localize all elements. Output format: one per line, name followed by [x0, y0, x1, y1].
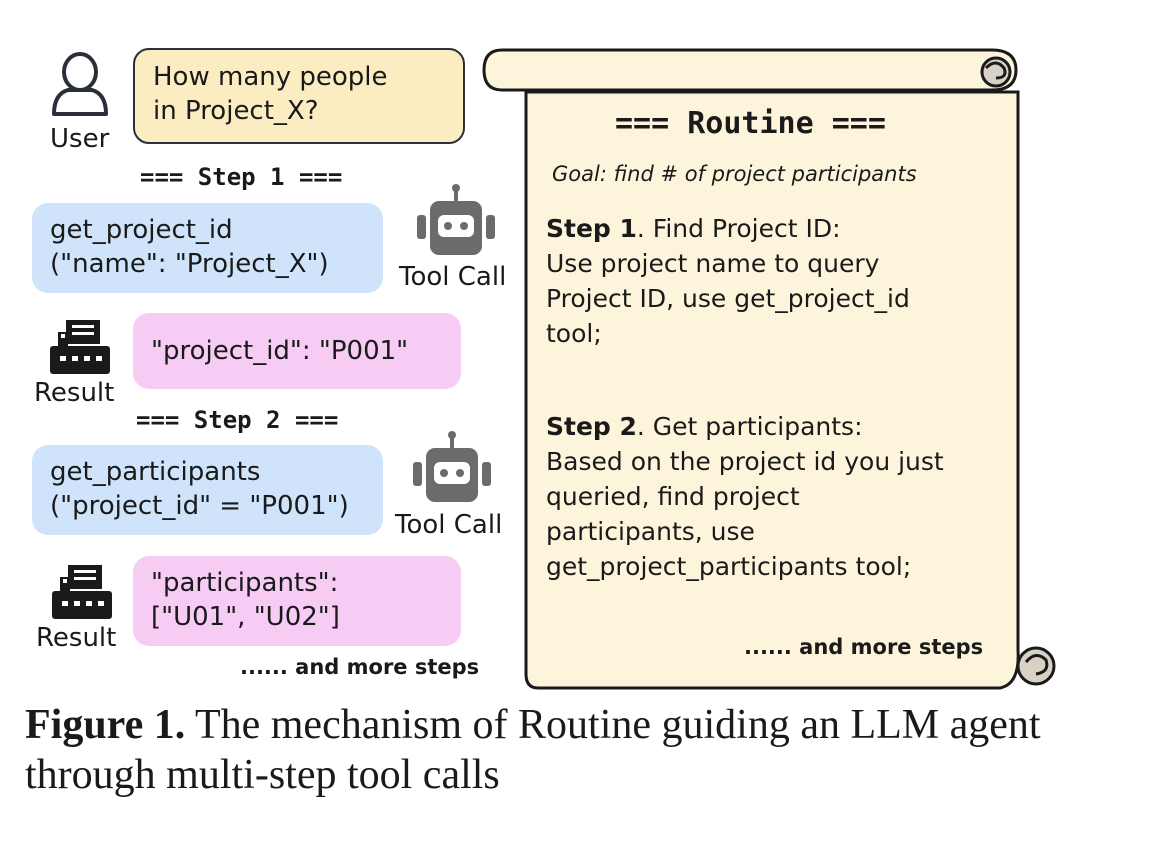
tool-call-bubble: get_project_id ("name": "Project_X")	[32, 203, 383, 293]
routine-title: === Routine ===	[615, 106, 886, 141]
routine-step-line: queried, find project	[546, 482, 800, 511]
result-line: ["U01", "U02"]	[151, 602, 340, 632]
scroll-icon	[482, 48, 1056, 690]
result-icon	[50, 320, 110, 374]
robot-icon	[413, 431, 491, 502]
routine-step-title: . Get participants:	[636, 412, 863, 441]
routine-step-line: Based on the project id you just	[546, 447, 944, 476]
result-icon	[52, 565, 112, 619]
left-more-steps: ...... and more steps	[240, 655, 480, 679]
routine-goal: Goal: find # of project participants	[552, 162, 917, 186]
routine-step-line: participants, use	[546, 517, 755, 546]
routine-step-line: Project ID, use get_project_id	[546, 284, 910, 313]
user-message-line: in Project_X?	[153, 96, 319, 126]
result-label: Result	[34, 378, 115, 408]
routine-step-title: . Find Project ID:	[636, 214, 841, 243]
routine-step-line: get_project_participants tool;	[546, 552, 912, 581]
routine-step-label: Step 1	[546, 214, 637, 243]
figure-caption: Figure 1. The mechanism of Routine guidi…	[25, 700, 1145, 800]
tool-call-line: get_project_id	[50, 215, 233, 245]
routine-step-1-heading: Step 1. Find Project ID:	[546, 211, 910, 246]
routine-step-1: Step 1. Find Project ID: Use project nam…	[546, 211, 910, 351]
tool-call-label: Tool Call	[395, 510, 503, 540]
result-label: Result	[36, 623, 117, 653]
result-line: "participants":	[151, 568, 339, 598]
step-2-heading: === Step 2 ===	[136, 406, 339, 434]
step-1-heading: === Step 1 ===	[140, 163, 343, 191]
result-bubble: "project_id": "P001"	[133, 313, 461, 389]
routine-step-2: Step 2. Get participants: Based on the p…	[546, 409, 944, 584]
user-message-line: How many people	[153, 62, 388, 92]
tool-call-line: ("project_id" = "P001")	[50, 491, 349, 521]
routine-step-label: Step 2	[546, 412, 637, 441]
routine-more-steps: ...... and more steps	[744, 635, 984, 659]
user-label: User	[50, 124, 110, 154]
user-message-bubble: How many people in Project_X?	[133, 48, 465, 144]
robot-icon	[417, 184, 495, 255]
tool-call-bubble: get_participants ("project_id" = "P001")	[32, 445, 383, 535]
caption-label: Figure 1.	[25, 702, 186, 748]
routine-step-line: Use project name to query	[546, 249, 880, 278]
user-icon	[52, 52, 108, 116]
caption-text: The mechanism of Routine guiding an LLM …	[25, 702, 1041, 798]
routine-step-line: tool;	[546, 319, 602, 348]
tool-call-label: Tool Call	[399, 262, 507, 292]
result-bubble: "participants": ["U01", "U02"]	[133, 556, 461, 646]
routine-step-2-heading: Step 2. Get participants:	[546, 409, 944, 444]
tool-call-line: get_participants	[50, 457, 261, 487]
result-line: "project_id": "P001"	[151, 336, 409, 366]
tool-call-line: ("name": "Project_X")	[50, 249, 329, 279]
